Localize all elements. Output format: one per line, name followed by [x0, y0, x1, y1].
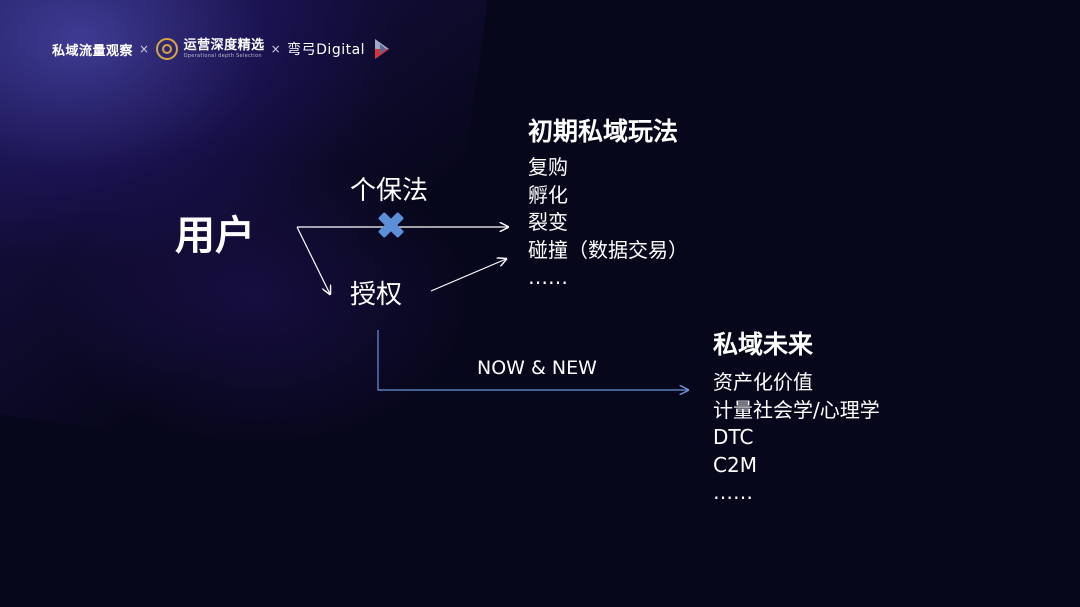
list-item: 资产化价值: [713, 370, 813, 394]
arrow-user-to-authorize: [296, 226, 330, 294]
gongdigital-logo-text: 弯弓Digital: [287, 42, 366, 58]
list-item: ……: [528, 265, 568, 289]
arrow-authorize-to-early: [430, 259, 506, 292]
authorize-label: 授权: [350, 280, 403, 310]
now-new-label: NOW & NEW: [477, 357, 597, 379]
logo-separator: ×: [139, 42, 150, 56]
list-item: 碰撞（数据交易）: [528, 237, 688, 262]
list-item: DTC: [713, 425, 754, 449]
list-item: 孵化: [528, 182, 568, 207]
future-private-domain-title: 私域未来: [713, 330, 814, 359]
arrow-authorize-to-future: [377, 330, 688, 390]
future-private-domain-list: 资产化价值 计量社会学/心理学 DTC C2M ……: [713, 369, 880, 507]
list-item: ……: [713, 480, 753, 504]
list-item: 复购: [528, 155, 568, 179]
brand-siyu-logo: 私域流量观察: [52, 43, 134, 59]
list-item: 计量社会学/心理学: [713, 397, 880, 422]
operational-depth-logo-subtext: Operational depth Selection: [183, 53, 262, 59]
logo-bar: 私域流量观察 × 运营深度精选 Operational depth Select…: [52, 36, 391, 62]
early-private-domain-title: 初期私域玩法: [528, 117, 679, 146]
user-label: 用户: [175, 213, 255, 259]
operational-depth-logo-icon: [155, 38, 178, 60]
early-private-domain-list: 复购 孵化 裂变 碰撞（数据交易） ……: [528, 154, 688, 292]
cross-icon: [378, 212, 404, 238]
logo-separator: ×: [270, 42, 282, 56]
list-item: 裂变: [528, 210, 568, 234]
privacy-law-label: 个保法: [350, 176, 429, 206]
gongdigital-logo-icon: [375, 39, 390, 59]
operational-depth-logo: 运营深度精选 Operational depth Selection: [184, 39, 265, 59]
list-item: C2M: [713, 452, 757, 477]
operational-depth-logo-text: 运营深度精选: [183, 38, 265, 53]
